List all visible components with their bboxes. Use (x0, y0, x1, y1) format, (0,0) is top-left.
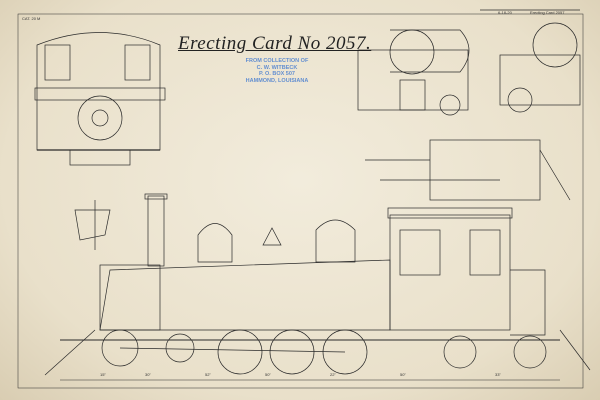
collection-stamp: FROM COLLECTION OF C. W. WITBECK P. O. B… (222, 58, 332, 84)
stamp-line: C. W. WITBECK (256, 64, 298, 71)
stamp-line: P. O. BOX 507 (259, 71, 295, 77)
dimension-label: 52" (205, 372, 211, 377)
cross-section-views (357, 9, 581, 116)
top-right-note: 6-18-20 (498, 10, 512, 15)
top-right-label: Erecting Card 2057 (530, 10, 565, 15)
stamp-line: FROM COLLECTION OF (245, 58, 309, 64)
cab-rear-view (34, 32, 166, 166)
drawing-title: Erecting Card No 2057. (178, 33, 372, 54)
dimension-label: 30" (145, 372, 151, 377)
top-left-note: CAT. 20 M (22, 16, 41, 21)
stamp-line: HAMMOND, LOUISIANA (245, 77, 309, 84)
dimension-label: 50" (265, 372, 271, 377)
dimension-label: 15" (100, 372, 106, 377)
dimension-label: 22" (330, 372, 336, 377)
dimension-label: 50" (400, 372, 406, 377)
detail-sketch (74, 200, 111, 250)
tender-plan-view (365, 139, 571, 201)
locomotive-side-elevation (44, 193, 591, 381)
dimension-label: 33" (495, 372, 501, 377)
border (17, 13, 584, 389)
